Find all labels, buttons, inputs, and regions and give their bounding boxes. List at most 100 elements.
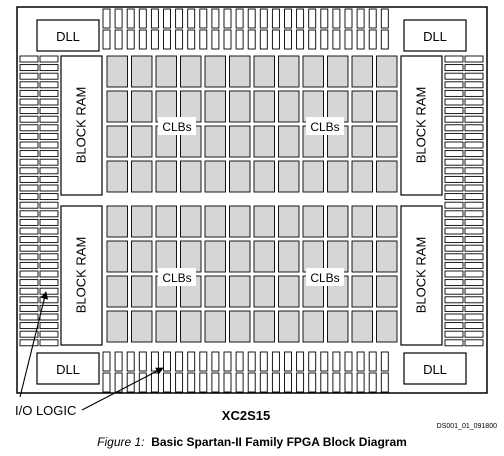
io-block (356, 29, 365, 50)
io-block (39, 184, 59, 192)
clb-label-top-left: CLBs (158, 117, 196, 135)
io-block (223, 372, 232, 393)
io-block (19, 210, 39, 218)
clb-block (106, 90, 128, 123)
io-block (126, 29, 135, 50)
clb-block (106, 240, 128, 273)
clb-block (351, 310, 373, 343)
block-ram-right-top: BLOCK RAM (400, 55, 443, 196)
io-block (138, 372, 147, 393)
io-block (368, 372, 377, 393)
io-block (39, 98, 59, 106)
io-block (259, 372, 268, 393)
io-blocks-top (102, 8, 389, 50)
clb-block (106, 275, 128, 308)
svg-text:BLOCK RAM: BLOCK RAM (414, 87, 429, 164)
svg-text:BLOCK RAM: BLOCK RAM (74, 87, 89, 164)
io-logic-label: I/O LOGIC (15, 403, 76, 418)
io-block (39, 193, 59, 201)
io-block (114, 351, 123, 372)
io-block (444, 115, 464, 123)
io-block (444, 270, 464, 278)
io-block (444, 296, 464, 304)
dll-top-left: DLL (36, 19, 100, 52)
clb-block (278, 55, 300, 88)
io-block (464, 141, 484, 149)
io-block (19, 270, 39, 278)
io-block (199, 372, 208, 393)
io-block (39, 279, 59, 287)
io-block (187, 372, 196, 393)
svg-text:DLL: DLL (423, 29, 447, 44)
io-block (464, 296, 484, 304)
io-block (444, 201, 464, 209)
io-block (39, 270, 59, 278)
io-blocks-right (444, 55, 484, 347)
io-block (464, 64, 484, 72)
io-block (39, 55, 59, 63)
io-block (356, 372, 365, 393)
io-block (39, 322, 59, 330)
io-block (464, 167, 484, 175)
clb-block (351, 205, 373, 238)
io-logic-pointer-line (81, 367, 164, 411)
io-block (19, 167, 39, 175)
io-block (368, 351, 377, 372)
io-block (259, 29, 268, 50)
io-block (444, 158, 464, 166)
io-block (344, 351, 353, 372)
io-block (199, 351, 208, 372)
io-block (150, 29, 159, 50)
clb-block (302, 55, 324, 88)
io-block (444, 244, 464, 252)
io-block (138, 351, 147, 372)
clb-array-bottom-right (253, 205, 398, 343)
io-block (163, 8, 171, 29)
io-block (356, 351, 365, 372)
io-block (19, 132, 39, 140)
io-block (332, 372, 341, 393)
io-block (344, 372, 353, 393)
io-block (19, 124, 39, 132)
io-block (235, 372, 244, 393)
svg-text:DLL: DLL (56, 362, 80, 377)
clb-block (204, 310, 226, 343)
io-block (464, 115, 484, 123)
io-block (199, 8, 208, 29)
clb-block (229, 205, 251, 238)
io-block (19, 261, 39, 269)
clb-block (327, 205, 349, 238)
io-block (444, 64, 464, 72)
io-block (19, 55, 39, 63)
io-block (380, 372, 389, 393)
io-block (102, 8, 111, 29)
clb-block (327, 55, 349, 88)
clb-block (278, 160, 300, 193)
clb-block (351, 240, 373, 273)
io-block (444, 72, 464, 80)
io-block (39, 236, 59, 244)
io-block (464, 175, 484, 183)
io-block (444, 330, 464, 338)
io-block (19, 296, 39, 304)
io-block (19, 287, 39, 295)
clb-block (351, 275, 373, 308)
io-block (19, 184, 39, 192)
document-code: DS001_01_091800 (437, 423, 497, 430)
io-block (444, 313, 464, 321)
io-block (380, 8, 389, 29)
io-block (247, 8, 256, 29)
io-block (19, 81, 39, 89)
io-block (39, 158, 59, 166)
io-block (444, 107, 464, 115)
clb-block (204, 160, 226, 193)
io-block (464, 201, 484, 209)
clb-block (204, 240, 226, 273)
io-block (175, 8, 184, 29)
io-block (464, 279, 484, 287)
clb-block (302, 310, 324, 343)
clb-block (253, 240, 275, 273)
io-block (296, 372, 305, 393)
io-block (464, 287, 484, 295)
